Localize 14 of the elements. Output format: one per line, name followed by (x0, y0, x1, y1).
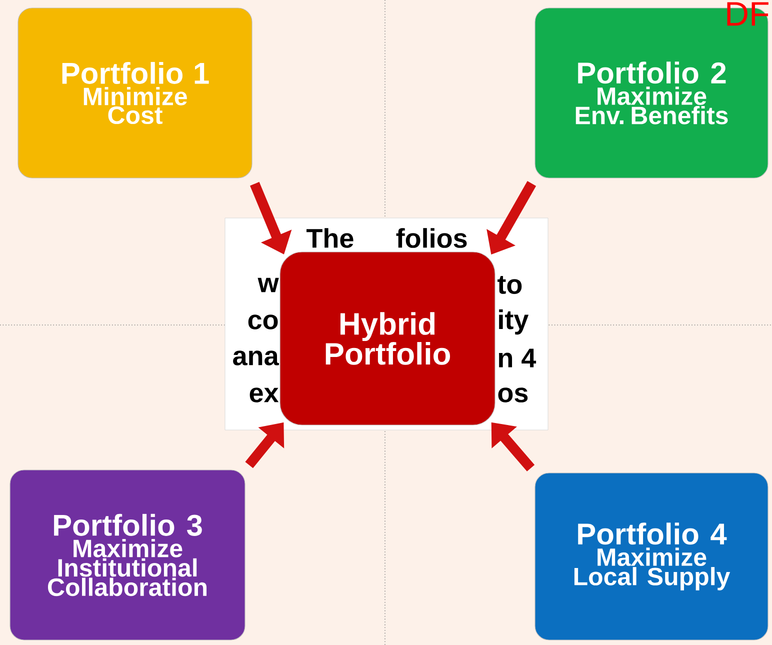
portfolio-box: Portfolio 1 Minimize Cost (18, 8, 252, 178)
portfolio-box: Portfolio 3 Maximize Institutional Collaboration (10, 470, 246, 640)
panel-text: folios (396, 228, 467, 248)
panel-text: n 4 (499, 348, 536, 368)
hybrid-box: Hybrid Portfolio (280, 252, 496, 426)
panel-text: ana (233, 350, 279, 366)
panel-text: w (258, 278, 279, 292)
panel-text: ex (250, 388, 279, 402)
portfolio-box: Portfolio 4 Maximize Local Supply (534, 472, 768, 640)
panel-text: ity (499, 309, 529, 335)
panel-text: to (498, 276, 522, 294)
panel-text: co (248, 314, 278, 330)
panel-text: os (498, 388, 528, 402)
panel-text: The (306, 228, 354, 248)
